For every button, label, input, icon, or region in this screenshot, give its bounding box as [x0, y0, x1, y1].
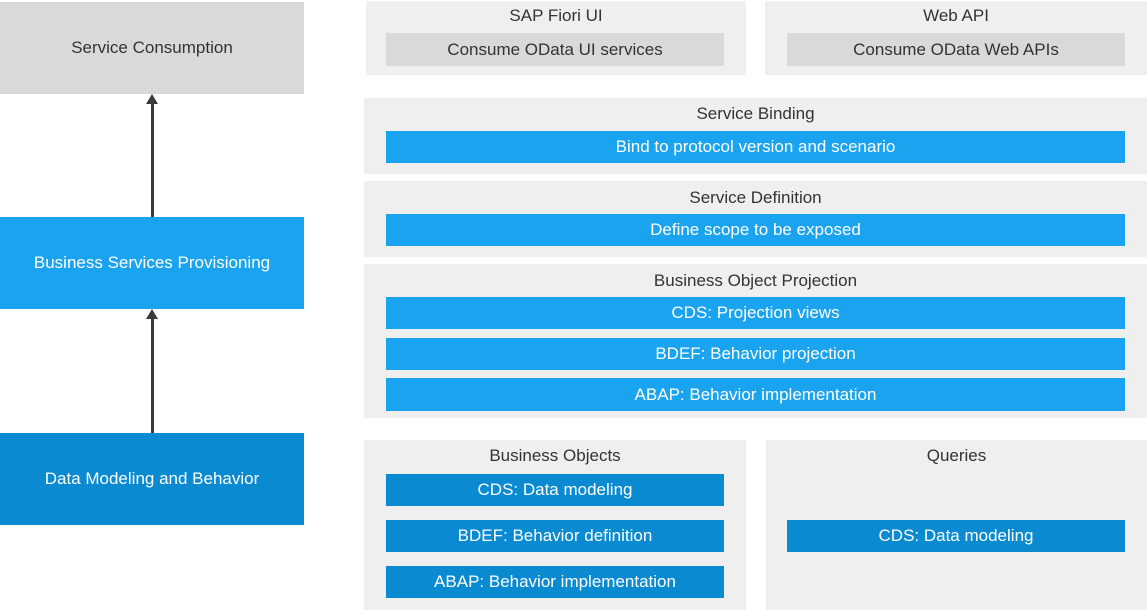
bdef-behavior-projection-bar: BDEF: Behavior projection [386, 338, 1125, 370]
sap-fiori-ui-title: SAP Fiori UI [509, 6, 603, 25]
business-objects-panel: Business Objects CDS: Data modeling BDEF… [364, 440, 746, 610]
business-services-provisioning-layer: Business Services Provisioning [0, 217, 304, 309]
arrow-lower-head [146, 309, 158, 319]
service-consumption-label: Service Consumption [71, 38, 233, 57]
service-definition-title: Service Definition [689, 188, 822, 207]
business-object-projection-title: Business Object Projection [653, 271, 858, 290]
queries-panel: Queries CDS: Data modeling [766, 440, 1147, 610]
service-binding-panel: Service Binding Bind to protocol version… [364, 98, 1147, 174]
service-consumption-layer: Service Consumption [0, 2, 304, 94]
sap-fiori-ui-panel: SAP Fiori UI Consume OData UI services [366, 1, 746, 75]
cds-data-modeling-bar: CDS: Data modeling [386, 474, 724, 506]
bdef-behavior-definition-bar: BDEF: Behavior definition [386, 520, 724, 552]
arrow-lower-shaft [151, 319, 154, 433]
cds-projection-views-bar: CDS: Projection views [386, 297, 1125, 329]
business-services-provisioning-label: Business Services Provisioning [33, 253, 271, 272]
web-api-panel: Web API Consume OData Web APIs [765, 1, 1147, 75]
bind-protocol-bar: Bind to protocol version and scenario [386, 131, 1125, 163]
data-modeling-behavior-label: Data Modeling and Behavior [44, 469, 260, 488]
service-definition-panel: Service Definition Define scope to be ex… [364, 181, 1147, 257]
abap-behavior-implementation-bar: ABAP: Behavior implementation [386, 566, 724, 598]
service-binding-title: Service Binding [696, 104, 815, 123]
consume-odata-ui-services-bar: Consume OData UI services [386, 33, 724, 66]
queries-title: Queries [926, 446, 987, 465]
define-scope-bar: Define scope to be exposed [386, 214, 1125, 246]
arrow-upper-shaft [151, 104, 154, 217]
queries-cds-data-modeling-bar: CDS: Data modeling [787, 520, 1125, 552]
abap-behavior-implementation-projection-bar: ABAP: Behavior implementation [386, 378, 1125, 411]
business-objects-title: Business Objects [489, 446, 621, 465]
data-modeling-behavior-layer: Data Modeling and Behavior [0, 433, 304, 525]
arrow-upper-head [146, 94, 158, 104]
consume-odata-web-apis-bar: Consume OData Web APIs [787, 33, 1125, 66]
business-object-projection-panel: Business Object Projection CDS: Projecti… [364, 264, 1147, 418]
web-api-title: Web API [923, 6, 989, 25]
